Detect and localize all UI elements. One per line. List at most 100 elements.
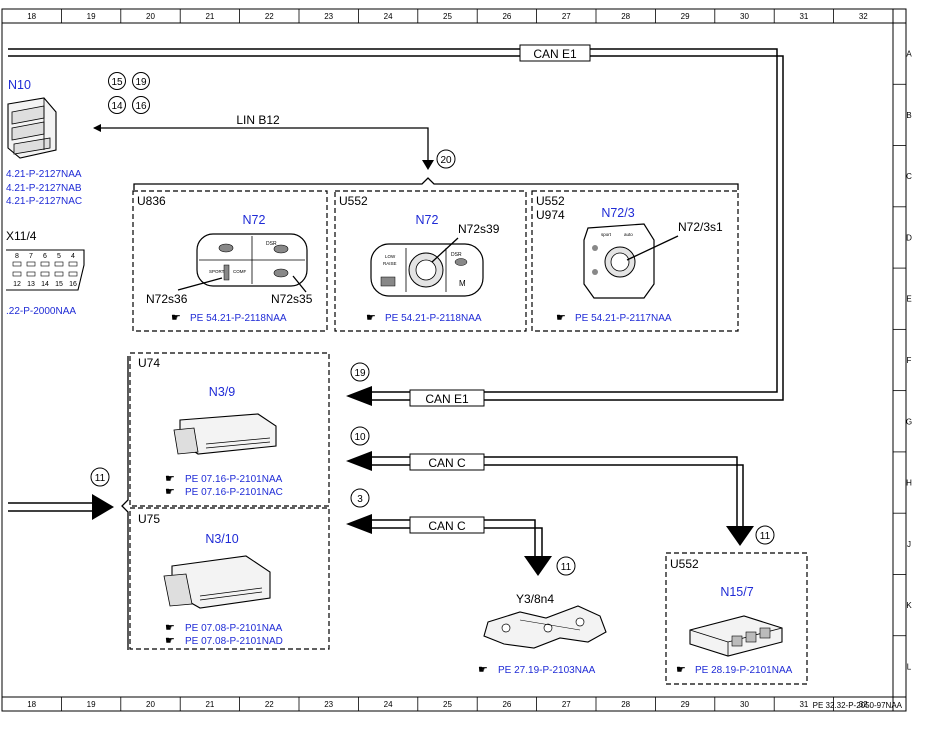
grid-column-labels: 1818191920202121222223232424252526262727… — [27, 9, 868, 711]
book-icon: ☛ — [165, 635, 175, 647]
u836-switch-right: N72s35 — [271, 292, 313, 306]
grid-col-23: 23 — [324, 12, 333, 21]
x11-pin-top-4: 4 — [71, 253, 75, 260]
book-icon: ☛ — [478, 664, 488, 676]
grid-col-31: 31 — [799, 700, 808, 709]
grid-col-18: 18 — [27, 700, 36, 709]
circle-10-label: 10 — [354, 432, 366, 443]
circle-19: 19 — [132, 72, 150, 90]
x11-pin-bottom-15: 15 — [55, 281, 63, 288]
can-e1-bus-top: CAN E1 — [8, 44, 784, 401]
circle-15: 15 — [108, 72, 126, 90]
u836-ref: PE 54.21-P-2118NAA — [190, 313, 287, 324]
grid-row-E: E — [906, 295, 911, 304]
u74-name: N3/9 — [209, 385, 235, 399]
x11-pin-bottom-12: 12 — [13, 281, 21, 288]
book-icon: ☛ — [165, 473, 175, 485]
y3-8n4-drawing — [483, 605, 607, 649]
y3-8n4-group: Y3/8n4 ☛ PE 27.19-P-2103NAA — [478, 592, 607, 676]
u836-name: N72 — [243, 213, 266, 227]
u552a-code: U552 — [339, 194, 368, 208]
x11-pin-bottom-13: 13 — [27, 281, 35, 288]
x11-pin-top-6: 6 — [43, 253, 47, 260]
grid-col-25: 25 — [443, 700, 452, 709]
box-u75: U75 N3/10 ☛ PE 07.08-P-2101NAA ☛ PE 07.0… — [129, 507, 330, 650]
u552b-ref: PE 54.21-P-2117NAA — [575, 313, 672, 324]
grid-col-28: 28 — [621, 700, 630, 709]
grid-col-18: 18 — [27, 12, 36, 21]
grid-col-21: 21 — [205, 700, 214, 709]
grid-col-27: 27 — [562, 700, 571, 709]
circle-11-y3: 11 — [556, 556, 576, 576]
u836-sport-text: SPORT — [209, 269, 225, 274]
book-icon: ☛ — [171, 312, 181, 324]
u75-ref-1: PE 07.08-P-2101NAA — [185, 623, 283, 634]
grid-col-27: 27 — [562, 12, 571, 21]
n10-ref-3: 4.21-P-2127NAC — [6, 196, 82, 207]
circle-16: 16 — [132, 96, 150, 114]
grid-row-D: D — [906, 233, 912, 242]
u552c-code: U552 — [670, 557, 699, 571]
can-e1-top-label: CAN E1 — [533, 47, 577, 61]
u74-ref-1: PE 07.16-P-2101NAA — [185, 474, 283, 485]
grid-col-20: 20 — [146, 700, 155, 709]
u552a-m-text: M — [459, 279, 466, 288]
can-e1-mid-label: CAN E1 — [425, 392, 469, 406]
n72-3-switch-panel: sport auto — [583, 223, 655, 299]
left-input-arrow — [8, 494, 114, 520]
u75-name: N3/10 — [205, 532, 238, 546]
circle-16-label: 16 — [135, 101, 147, 112]
u552b-name: N72/3 — [601, 206, 634, 220]
grid-col-30: 30 — [740, 12, 749, 21]
box-u552-c: U552 N15/7 ☛ PE 28.19-P-2101NAA — [665, 552, 808, 685]
grid-row-A: A — [906, 50, 912, 59]
u552a-ref: PE 54.21-P-2118NAA — [385, 313, 482, 324]
circle-19-bus-label: 19 — [354, 368, 366, 379]
circle-20-label: 20 — [440, 155, 452, 166]
y3-name: Y3/8n4 — [516, 592, 554, 606]
grid-row-C: C — [906, 172, 912, 181]
can-c-bus-2: CAN C — [346, 514, 552, 576]
circle-11-left: 11 — [90, 467, 110, 487]
n10-module-drawing — [7, 97, 57, 159]
x11-pin-top-8: 8 — [15, 253, 19, 260]
top-group-brace — [133, 177, 739, 190]
grid-col-23: 23 — [324, 700, 333, 709]
box-u74: U74 N3/9 ☛ PE 07.16-P-2101NAA ☛ PE 07.16… — [129, 352, 330, 507]
circle-3-label: 3 — [357, 494, 363, 505]
x11-pin-bottom-16: 16 — [69, 281, 77, 288]
grid-col-29: 29 — [681, 12, 690, 21]
can-c-bus-1: CAN C — [346, 451, 754, 546]
u75-ref-2: PE 07.08-P-2101NAD — [185, 636, 283, 647]
n72-switch-panel-a: DSR SPORT COMF — [196, 233, 308, 287]
u552c-name: N15/7 — [720, 585, 753, 599]
u836-code: U836 — [137, 194, 166, 208]
u552a-raise-text: RAISE — [383, 261, 397, 266]
engine-group-brace — [121, 356, 129, 650]
can-c-2-label: CAN C — [428, 519, 466, 533]
grid-col-22: 22 — [265, 12, 274, 21]
circle-11-y3-label: 11 — [561, 562, 572, 573]
n10-ref-1: 4.21-P-2127NAA — [6, 169, 82, 180]
u552b-sport-text: sport — [601, 232, 612, 237]
y3-ref: PE 27.19-P-2103NAA — [498, 665, 596, 676]
can-e1-bus-mid: CAN E1 — [346, 386, 485, 407]
grid-row-B: B — [906, 111, 911, 120]
n3-9-control-unit-drawing — [173, 413, 277, 455]
circle-11-n15: 11 — [755, 525, 775, 545]
u836-switch-left: N72s36 — [146, 292, 188, 306]
u74-ref-2: PE 07.16-P-2101NAC — [185, 487, 283, 498]
circle-15-label: 15 — [111, 77, 123, 88]
grid-col-31: 31 — [799, 12, 808, 21]
book-icon: ☛ — [165, 486, 175, 498]
u552b-code: U552 — [536, 194, 565, 208]
grid-col-20: 20 — [146, 12, 155, 21]
u552a-switch: N72s39 — [458, 222, 500, 236]
book-icon: ☛ — [676, 664, 686, 676]
frame — [1, 8, 907, 712]
grid-col-26: 26 — [502, 12, 511, 21]
grid-col-28: 28 — [621, 12, 630, 21]
x11-pin-top-7: 7 — [29, 253, 33, 260]
